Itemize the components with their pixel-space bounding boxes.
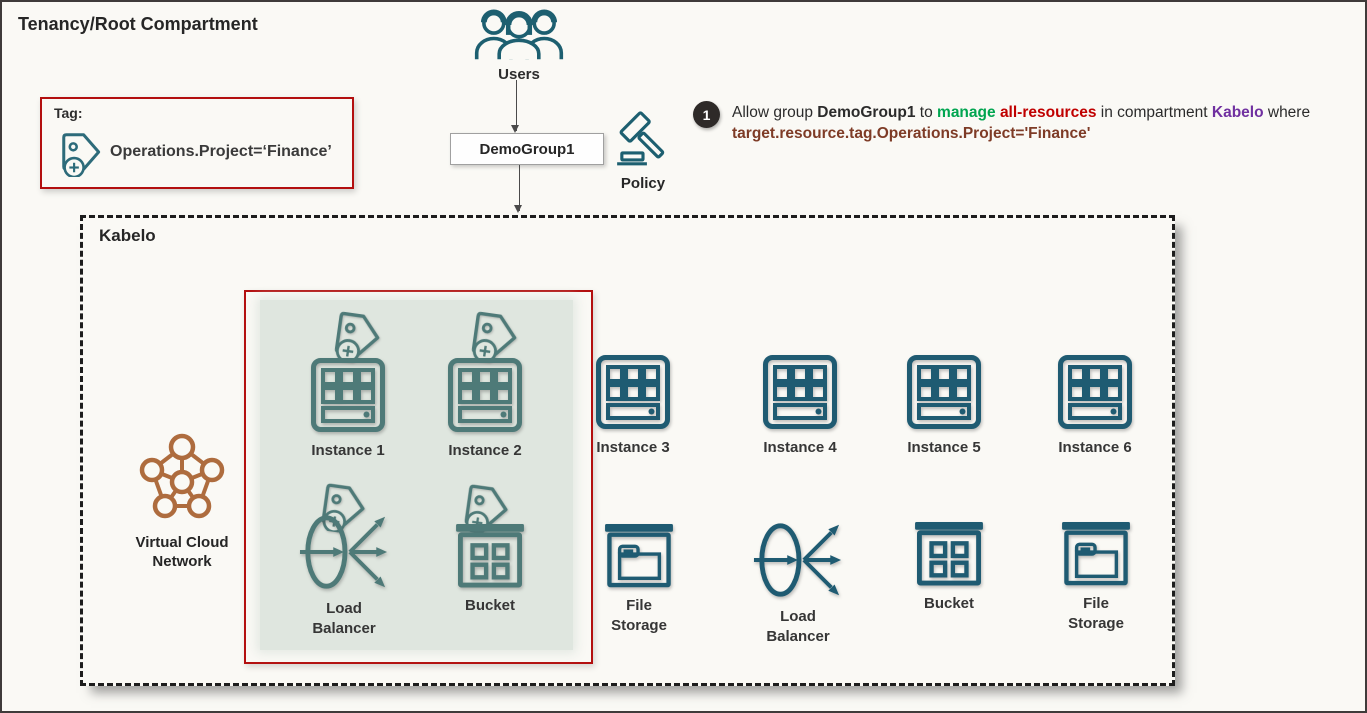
resource-label: File Storage bbox=[611, 597, 667, 634]
resource-load-balancer-2: Load Balancer bbox=[743, 515, 853, 647]
resource-label: Load Balancer bbox=[312, 600, 376, 637]
users-block: Users bbox=[469, 7, 569, 83]
bucket-icon bbox=[915, 522, 983, 586]
statement-where: where bbox=[1263, 104, 1311, 121]
resource-label: Instance 5 bbox=[907, 439, 981, 456]
resource-instance-1: Instance 1 bbox=[293, 357, 403, 461]
resource-load-balancer-1: Load Balancer bbox=[289, 507, 399, 639]
tag-legend-value: Operations.Project=‘Finance’ bbox=[110, 143, 332, 160]
gavel-icon bbox=[614, 108, 672, 168]
resource-label: Load Balancer bbox=[766, 608, 830, 645]
tag-icon bbox=[56, 127, 106, 177]
tag-legend-box: Tag: Operations.Project=‘Finance’ bbox=[40, 97, 354, 189]
arrow-users-to-group bbox=[511, 80, 520, 133]
resource-bucket-2: Bucket bbox=[894, 522, 1004, 614]
statement-group: DemoGroup1 bbox=[817, 104, 916, 121]
page-title: Tenancy/Root Compartment bbox=[18, 14, 258, 34]
instance-icon bbox=[762, 354, 838, 430]
statement-in-compartment: in compartment bbox=[1096, 104, 1212, 121]
statement-manage: manage bbox=[937, 104, 996, 121]
resource-label: Bucket bbox=[923, 595, 975, 612]
load-balancer-icon bbox=[753, 515, 843, 605]
resource-instance-6: Instance 6 bbox=[1040, 354, 1150, 458]
resource-label: File Storage bbox=[1068, 595, 1124, 632]
tag-legend-heading: Tag: bbox=[54, 105, 83, 121]
instance-icon bbox=[310, 357, 386, 433]
statement-all-resources: all-resources bbox=[999, 104, 1097, 121]
vcn-label: Virtual Cloud Network bbox=[135, 534, 229, 570]
resource-label: Instance 2 bbox=[448, 442, 522, 459]
resource-file-storage-2: File Storage bbox=[1041, 522, 1151, 634]
resource-label: Instance 1 bbox=[311, 442, 385, 459]
bucket-icon bbox=[456, 524, 524, 588]
vcn-block: Virtual Cloud Network bbox=[117, 432, 247, 572]
resource-instance-2: Instance 2 bbox=[430, 357, 540, 461]
instance-icon bbox=[595, 354, 671, 430]
tagged-resources-box bbox=[244, 290, 593, 664]
resource-label: Instance 3 bbox=[596, 439, 670, 456]
instance-icon bbox=[1057, 354, 1133, 430]
policy-number-badge: 1 bbox=[693, 101, 720, 128]
vcn-icon bbox=[136, 432, 228, 524]
file-storage-icon bbox=[1062, 522, 1130, 586]
group-box: DemoGroup1 bbox=[450, 133, 604, 165]
file-storage-icon bbox=[605, 524, 673, 588]
policy-statement: Allow group DemoGroup1 to manage all-res… bbox=[732, 103, 1364, 144]
statement-compartment: Kabelo bbox=[1211, 104, 1264, 121]
resource-label: Instance 6 bbox=[1058, 439, 1132, 456]
resource-file-storage-1: File Storage bbox=[584, 524, 694, 636]
instance-icon bbox=[447, 357, 523, 433]
statement-allow: Allow group bbox=[732, 104, 818, 121]
resource-instance-3: Instance 3 bbox=[578, 354, 688, 458]
statement-to: to bbox=[915, 104, 938, 121]
resource-bucket-1: Bucket bbox=[435, 524, 545, 616]
resource-instance-5: Instance 5 bbox=[889, 354, 999, 458]
compartment-label: Kabelo bbox=[99, 226, 156, 245]
policy-block: Policy bbox=[610, 108, 676, 192]
load-balancer-icon bbox=[299, 507, 389, 597]
arrow-group-to-compartment bbox=[514, 165, 523, 213]
resource-label: Instance 4 bbox=[763, 439, 837, 456]
users-label: Users bbox=[498, 66, 540, 83]
instance-icon bbox=[906, 354, 982, 430]
resource-instance-4: Instance 4 bbox=[745, 354, 855, 458]
tagged-resources-panel bbox=[260, 300, 573, 650]
statement-condition: target.resource.tag.Operations.Project='… bbox=[732, 124, 1091, 142]
policy-label: Policy bbox=[620, 175, 666, 192]
users-icon bbox=[469, 7, 569, 61]
resource-label: Bucket bbox=[464, 597, 516, 614]
